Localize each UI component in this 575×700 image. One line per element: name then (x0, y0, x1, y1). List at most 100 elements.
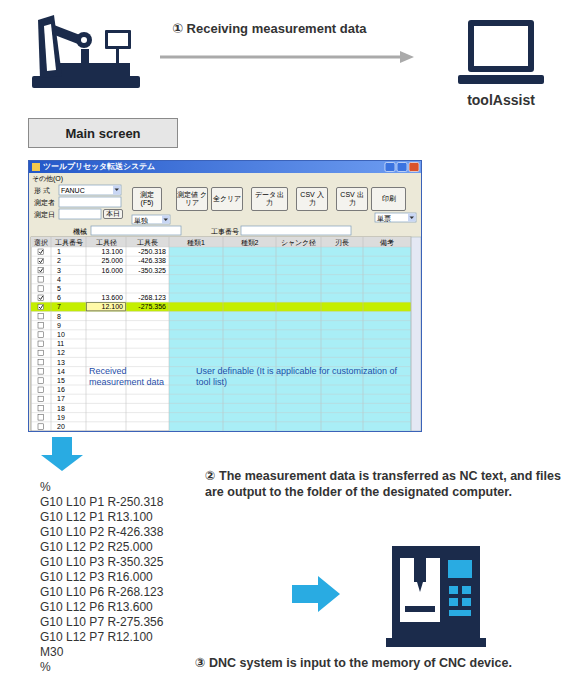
nc-code-line: % (40, 660, 51, 675)
checkmark (39, 296, 43, 299)
grid-line (31, 283, 411, 284)
window-text: -275.356 (126, 302, 166, 311)
window-button: 測定 (F5) (132, 187, 162, 211)
input-field (59, 209, 101, 219)
window-text: FANUC (61, 186, 85, 195)
window-text: 19 (57, 413, 65, 422)
checkmark (39, 259, 43, 262)
checkbox (38, 396, 44, 402)
grid-line (31, 431, 411, 432)
nc-code-line: M30 (40, 645, 63, 660)
nc-code-line: G10 L10 P6 R-268.123 (40, 585, 163, 600)
transfer-arrow (160, 51, 414, 63)
input-field (59, 185, 121, 195)
window-button: 本日 (103, 209, 123, 219)
grid-line (31, 320, 411, 321)
dropdown-button (408, 214, 416, 222)
selected-row (31, 302, 411, 311)
grid-line (363, 237, 364, 431)
node-text: Main screen (65, 126, 140, 141)
annotation: ③ DNC system is input to the memory of C… (195, 655, 567, 671)
grid-line (31, 311, 411, 312)
grid-line (31, 357, 411, 358)
grid-line (31, 247, 411, 248)
window-text: -426.338 (126, 256, 166, 265)
window-text: 選択 (31, 238, 51, 247)
window-text: 工具番号 (51, 238, 86, 247)
app-icon (32, 163, 40, 171)
window-text: 12 (57, 348, 65, 357)
laptop-base (458, 75, 544, 84)
nc-code-line: % (40, 480, 51, 495)
window-text: 17 (57, 394, 65, 403)
node-text: 本日 (106, 210, 120, 218)
cnc-machine (386, 546, 486, 647)
nc-code-line: G10 L12 P6 R13.600 (40, 600, 153, 615)
grid-line (31, 403, 411, 404)
grid-line (31, 348, 411, 349)
edit-cell (87, 303, 126, 311)
window-button: 全クリア (211, 187, 243, 211)
window-text: シャンク径 (276, 238, 321, 247)
node-text: 測定値 クリア (177, 191, 207, 207)
checkbox (38, 387, 44, 393)
grid-line (31, 329, 411, 330)
checkbox (38, 369, 44, 375)
laptop-node: toolAssist (455, 16, 547, 116)
checkbox (38, 341, 44, 347)
window-text: -268.123 (126, 293, 166, 302)
node-text: CSV 入力 (297, 191, 327, 207)
window-text: 11 (57, 339, 64, 348)
scrollbar (411, 237, 421, 431)
window-control (397, 163, 407, 172)
dropdown-arrow (410, 217, 415, 220)
window-text: 4 (57, 275, 61, 284)
window-text: 単独 (134, 216, 148, 225)
dropdown-button (162, 216, 170, 224)
node-text: 全クリア (213, 195, 241, 203)
checkbox (38, 415, 44, 421)
grid-line (51, 237, 52, 431)
window-text: 種類2 (223, 238, 276, 247)
window-text: User definable (It is applicable for cus… (196, 366, 401, 388)
window-button: CSV 入力 (296, 187, 328, 211)
window-text: 25.000 (86, 256, 123, 265)
node-text: データ 出力 (252, 191, 287, 207)
annotation: ① Receiving measurement data (172, 21, 367, 37)
window-text: 7 (57, 302, 61, 311)
window-text: Received measurement data (89, 366, 165, 388)
window-text: 工具長 (126, 238, 169, 247)
table (31, 237, 411, 431)
window-text: 10 (57, 330, 65, 339)
dropdown-arrow (115, 189, 120, 192)
grid-line (31, 265, 411, 266)
checkmark (39, 250, 43, 253)
right-arrow (292, 576, 340, 612)
checkbox (38, 313, 44, 319)
window-text: 16 (57, 385, 65, 394)
laptop-icon (455, 16, 547, 88)
checkbox (38, 286, 44, 292)
window-text: 6 (57, 293, 61, 302)
window-control (385, 163, 395, 172)
title-bar (29, 161, 421, 173)
caption-box: Main screen (28, 118, 178, 148)
software-window: ツールプリセッタ転送システム測定 (F5) 測定値 クリア全クリア データ 出力 CS… (28, 160, 422, 432)
dropdown-button (113, 186, 121, 195)
window-text: 18 (57, 404, 65, 413)
grid-line (31, 302, 411, 303)
node-text: toolAssist (455, 92, 547, 108)
window-text: 2 (57, 256, 61, 265)
window-text: 3 (57, 266, 61, 275)
window-text: -350.325 (126, 266, 166, 275)
checkmark (39, 268, 43, 271)
window-text: 1 (57, 247, 61, 256)
checkbox (38, 295, 44, 301)
laptop-screen (468, 20, 534, 72)
window-control (409, 163, 419, 172)
window-button: 測定値 クリア (176, 187, 208, 211)
window-text: 13.600 (86, 293, 123, 302)
node-text: ツールプリセッタ転送システム (43, 162, 155, 172)
window-text: 備考 (363, 238, 411, 247)
input-field (59, 197, 121, 207)
